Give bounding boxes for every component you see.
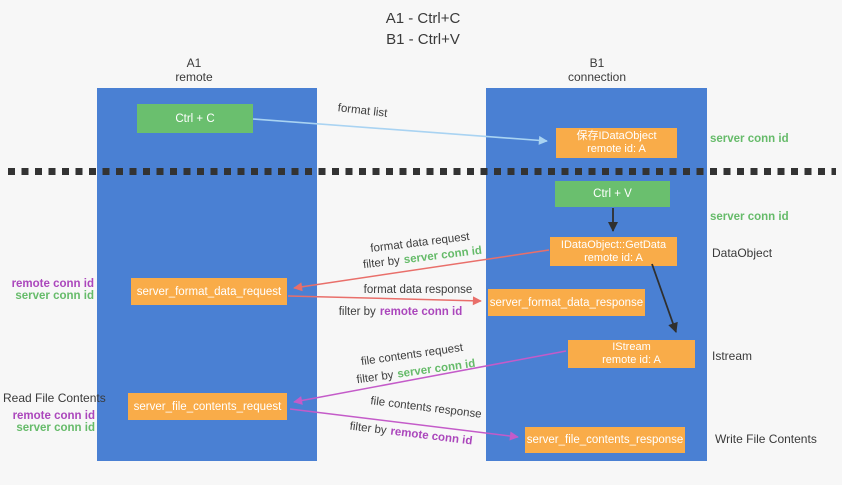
server-format-data-request-node: server_format_data_request [131, 278, 287, 305]
istream-side-label: Istream [712, 349, 753, 363]
server-file-contents-request-node: server_file_contents_request [128, 393, 287, 420]
ctrl-v-label: Ctrl + V [593, 188, 632, 200]
left-server-conn-id-1: server conn id [15, 290, 94, 302]
ctrl-c-label: Ctrl + C [175, 112, 215, 125]
server-format-data-request-label: server_format_data_request [136, 285, 282, 298]
left-remote-conn-id-2: remote conn id [12, 410, 95, 422]
istream-line2: remote id: A [602, 354, 661, 366]
save-idataobject-line1: 保存IDataObject [576, 130, 657, 142]
save-idataobject-line2: remote id: A [587, 143, 646, 155]
title-line-2: B1 - Ctrl+V [386, 31, 460, 48]
getdata-to-istream-arrow [651, 263, 678, 333]
write-file-contents-label: Write File Contents [715, 432, 817, 446]
server-file-contents-request-label: server_file_contents_request [133, 400, 282, 413]
file-contents-response-arrow [289, 408, 519, 441]
read-file-contents-label: Read File Contents [3, 391, 106, 405]
right-column-role: connection [567, 69, 627, 84]
left-conn-id-block-2: remote conn id server conn id [0, 410, 95, 434]
getdata-line2: remote id: A [584, 251, 643, 264]
left-column-header: A1 remote [134, 56, 254, 84]
diagram-title: A1 - Ctrl+C B1 - Ctrl+V [323, 8, 523, 50]
remote-conn-id-text-1: remote conn id [379, 306, 463, 318]
server-file-contents-response-label: server_file_contents_response [526, 434, 684, 446]
getdata-node: IDataObject::GetData remote id: A [550, 237, 677, 266]
right-server-conn-id-2: server conn id [710, 211, 789, 223]
right-column-header: B1 connection [537, 56, 657, 84]
format-data-response-label: format data response [363, 284, 473, 296]
istream-line1: IStream [612, 341, 651, 353]
istream-node: IStream remote id: A [568, 340, 695, 368]
save-idataobject-node: 保存IDataObject remote id: A [556, 128, 677, 158]
server-file-contents-response-node: server_file_contents_response [525, 427, 685, 453]
ctrl-v-node: Ctrl + V [555, 181, 670, 207]
filter-by-text-2: filter by [338, 306, 376, 318]
left-server-conn-id-2: server conn id [16, 422, 95, 434]
right-server-conn-id-1: server conn id [710, 133, 789, 145]
format-data-response-arrow [287, 295, 482, 306]
ctrl-c-node: Ctrl + C [137, 104, 253, 133]
format-data-request-arrow [293, 249, 550, 292]
left-column-name: A1 [186, 56, 202, 70]
title-line-1: A1 - Ctrl+C [385, 10, 461, 27]
left-remote-conn-id-1: remote conn id [11, 278, 94, 290]
right-column-name: B1 [589, 56, 605, 70]
dataobject-label: DataObject [712, 246, 773, 260]
file-contents-request-arrow [293, 350, 567, 405]
server-format-data-response-label: server_format_data_response [489, 296, 644, 309]
dotted-divider [8, 168, 836, 175]
getdata-line1: IDataObject::GetData [560, 238, 667, 251]
server-format-data-response-node: server_format_data_response [488, 289, 645, 316]
left-column-role: remote [175, 69, 213, 84]
left-conn-id-block-1: remote conn id server conn id [0, 278, 94, 302]
format-list-arrow [252, 118, 548, 145]
